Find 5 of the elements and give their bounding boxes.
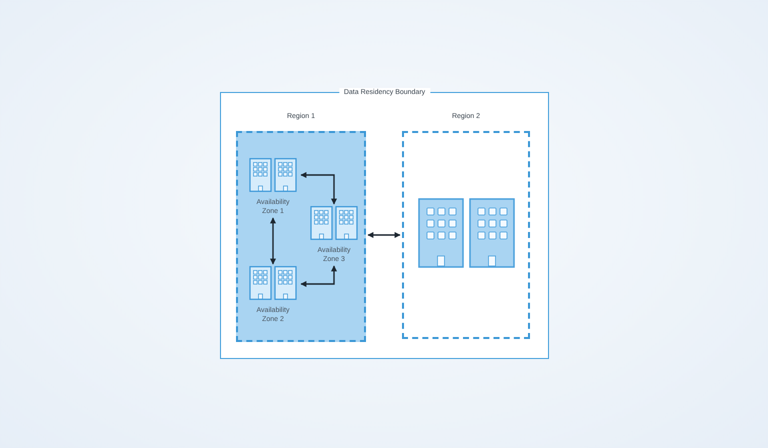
- office-buildings-illustration: [418, 198, 515, 268]
- arrow: [300, 172, 337, 205]
- arrow: [270, 217, 276, 265]
- arrow: [367, 232, 401, 238]
- arrow: [300, 265, 337, 287]
